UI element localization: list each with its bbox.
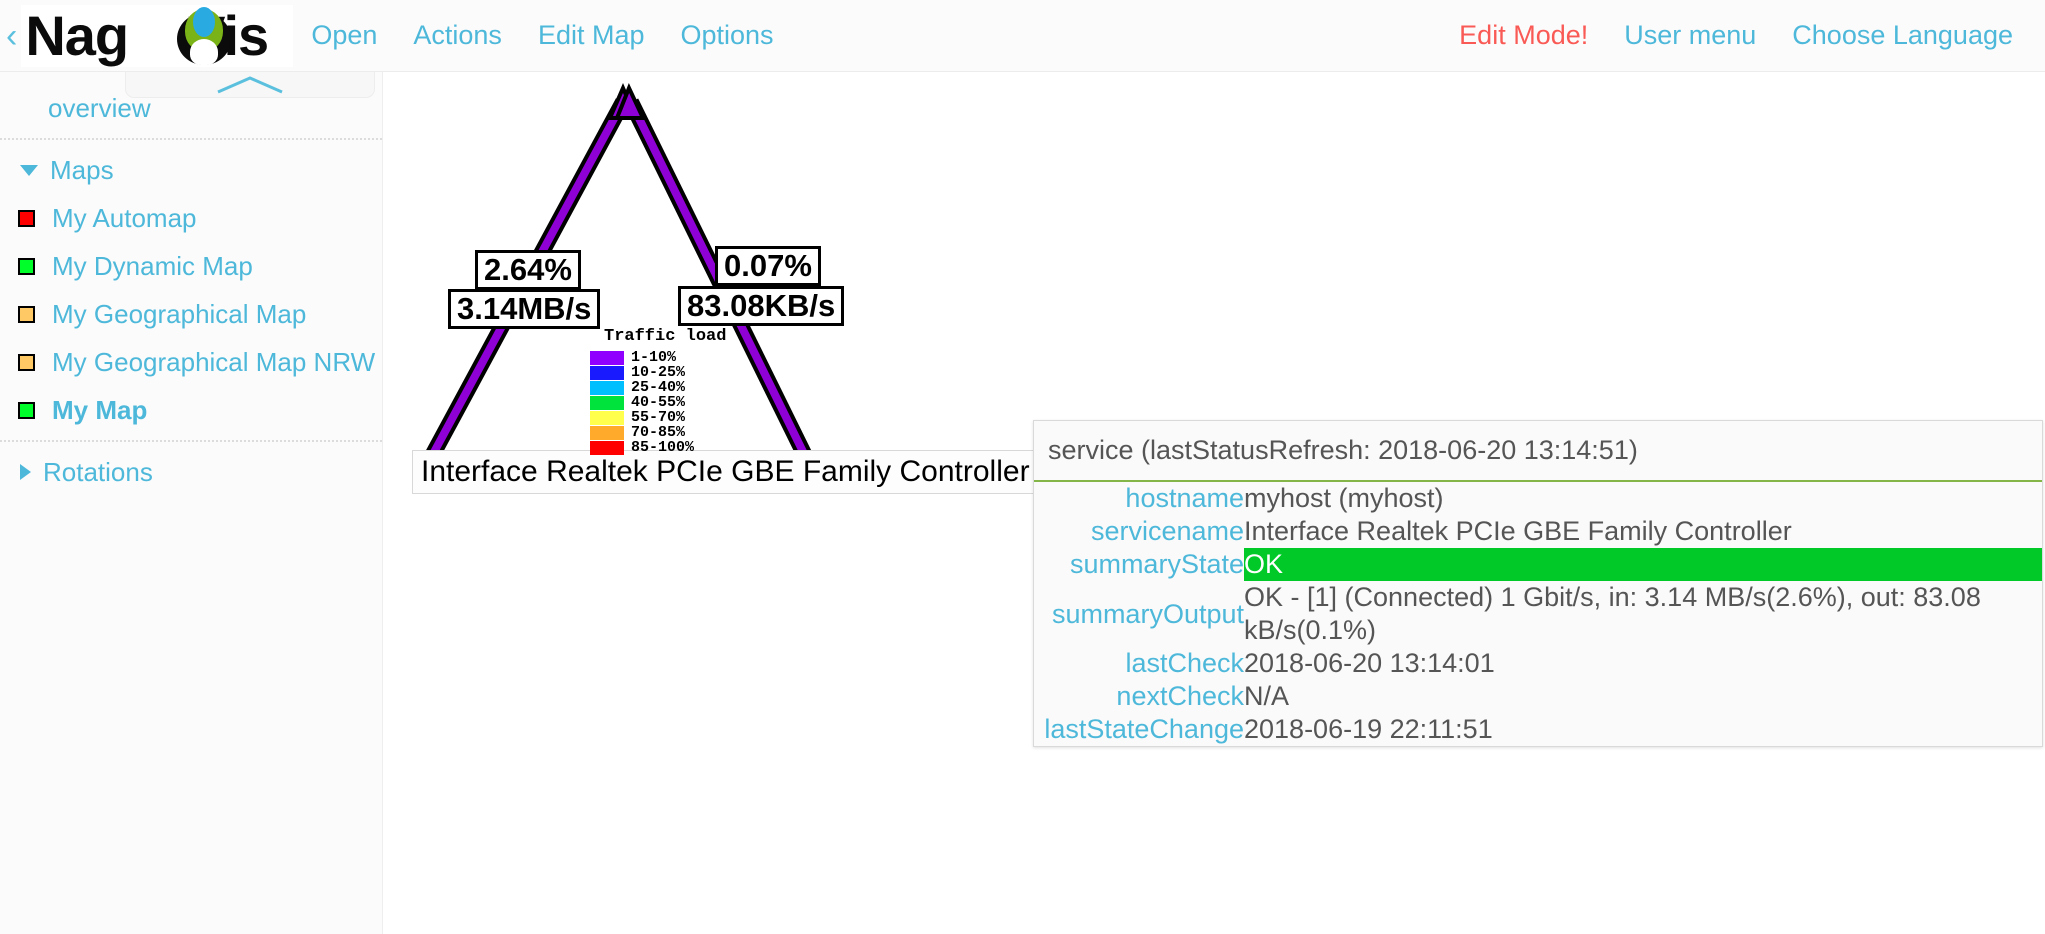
tooltip-value: Interface Realtek PCIe GBE Family Contro… bbox=[1244, 516, 1792, 546]
sidebar-group-label-maps: Maps bbox=[50, 154, 114, 185]
line-label-out-rate[interactable]: 83.08KB/s bbox=[678, 286, 845, 326]
nav-options[interactable]: Options bbox=[680, 20, 774, 50]
legend-swatch-icon bbox=[590, 380, 624, 395]
legend-range: 55-70% bbox=[631, 409, 686, 426]
nav-actions[interactable]: Actions bbox=[413, 20, 502, 50]
tooltip-key[interactable]: hostname bbox=[1125, 483, 1244, 513]
tooltip-key[interactable]: nextCheck bbox=[1116, 681, 1244, 711]
legend-swatch-icon bbox=[590, 440, 624, 455]
tooltip-value: N/A bbox=[1244, 681, 1290, 711]
sidebar-item-label: My Geographical Map bbox=[52, 298, 307, 329]
state-box-icon bbox=[18, 209, 35, 227]
sidebar-item-label: My Dynamic Map bbox=[52, 250, 253, 281]
sidebar-item-my-geographical-map[interactable]: My Geographical Map bbox=[0, 290, 382, 338]
main-header: ‹ Nag Vis Open Actions Edit Map Options … bbox=[0, 0, 2045, 72]
state-box-icon bbox=[18, 401, 35, 419]
sidebar-item-my-automap[interactable]: My Automap bbox=[0, 194, 382, 242]
tooltip-key[interactable]: servicename bbox=[1090, 516, 1244, 546]
tooltip-row-summaryoutput: summaryOutput OK - [1] (Connected) 1 Gbi… bbox=[1034, 581, 2042, 647]
nagvis-eye-icon bbox=[173, 6, 235, 65]
sidebar: overview Maps My Automap My Dynamic Map … bbox=[0, 72, 383, 934]
sidebar-item-label: My Geographical Map NRW bbox=[52, 346, 376, 377]
tooltip-row-summarystate: summaryState OK bbox=[1034, 548, 2042, 581]
state-box-icon bbox=[18, 305, 35, 323]
legend-range: 85-100% bbox=[631, 439, 695, 456]
legend-row: 70-85% bbox=[590, 425, 726, 440]
nav-choose-language[interactable]: Choose Language bbox=[1792, 20, 2013, 50]
legend-range: 1-10% bbox=[631, 349, 677, 366]
tooltip-key[interactable]: summaryState bbox=[1069, 549, 1244, 579]
map-object-label[interactable]: Interface Realtek PCIe GBE Family Contro… bbox=[412, 450, 1039, 494]
status-badge: OK bbox=[1244, 548, 2042, 581]
tooltip-value: myhost (myhost) bbox=[1244, 483, 1444, 513]
legend-title: Traffic load bbox=[604, 327, 727, 346]
line-label-out-percent[interactable]: 0.07% bbox=[715, 246, 821, 286]
triangle-right-icon bbox=[20, 464, 31, 480]
sidebar-item-label: My Automap bbox=[52, 202, 197, 233]
sidebar-collapse-tab[interactable] bbox=[125, 72, 375, 98]
nav-edit-mode[interactable]: Edit Mode! bbox=[1459, 20, 1589, 50]
traffic-load-legend: Traffic load 1-10% 10-25% 25-40% 40-55% … bbox=[590, 327, 726, 455]
tooltip-key[interactable]: summaryOutput bbox=[1051, 598, 1244, 629]
sidebar-divider-2 bbox=[0, 440, 382, 442]
sidebar-group-label-rotations: Rotations bbox=[43, 456, 153, 487]
legend-range: 10-25% bbox=[631, 364, 686, 381]
tooltip-key[interactable]: lastCheck bbox=[1125, 648, 1244, 678]
state-box-icon bbox=[18, 257, 35, 275]
legend-swatch-icon bbox=[590, 410, 624, 425]
tooltip-row-hostname: hostname myhost (myhost) bbox=[1034, 482, 2042, 515]
tooltip-value: 2018-06-19 22:11:51 bbox=[1244, 714, 1493, 744]
sidebar-group-rotations[interactable]: Rotations bbox=[0, 448, 382, 496]
legend-swatch-icon bbox=[590, 365, 624, 380]
tooltip-table: hostname myhost (myhost) servicename Int… bbox=[1034, 482, 2042, 746]
legend-row: 55-70% bbox=[590, 410, 726, 425]
line-label-in-rate[interactable]: 3.14MB/s bbox=[448, 289, 601, 329]
sidebar-item-my-geographical-map-nrw[interactable]: My Geographical Map NRW bbox=[0, 338, 382, 386]
sidebar-item-my-dynamic-map[interactable]: My Dynamic Map bbox=[0, 242, 382, 290]
nav-open[interactable]: Open bbox=[311, 20, 378, 50]
tooltip-row-nextcheck: nextCheck N/A bbox=[1034, 680, 2042, 713]
legend-row: 10-25% bbox=[590, 365, 726, 380]
legend-row: 40-55% bbox=[590, 395, 726, 410]
sidebar-item-label: My Map bbox=[52, 394, 148, 425]
legend-row: 85-100% bbox=[590, 440, 726, 455]
state-box-icon bbox=[18, 353, 35, 371]
legend-range: 40-55% bbox=[631, 394, 686, 411]
header-right: Edit Mode! User menu Choose Language bbox=[1441, 20, 2045, 51]
nagvis-logo[interactable]: Nag Vis bbox=[21, 3, 294, 67]
legend-row: 1-10% bbox=[590, 350, 726, 365]
legend-range: 70-85% bbox=[631, 424, 686, 441]
sidebar-divider-1 bbox=[0, 138, 382, 140]
legend-swatch-icon bbox=[590, 425, 624, 440]
back-chevron-icon[interactable]: ‹ bbox=[6, 16, 18, 55]
tooltip-row-servicename: servicename Interface Realtek PCIe GBE F… bbox=[1034, 515, 2042, 548]
tooltip-key[interactable]: lastStateChange bbox=[1044, 714, 1244, 744]
legend-range: 25-40% bbox=[631, 379, 686, 396]
tooltip-value: 2018-06-20 13:14:01 bbox=[1244, 648, 1495, 678]
line-label-in-percent[interactable]: 2.64% bbox=[475, 250, 581, 290]
chevron-up-icon bbox=[217, 76, 283, 94]
nav-user-menu[interactable]: User menu bbox=[1624, 20, 1757, 50]
service-tooltip: service (lastStatusRefresh: 2018-06-20 1… bbox=[1033, 420, 2043, 747]
nav-edit-map[interactable]: Edit Map bbox=[537, 20, 645, 50]
logo-text-nag: Nag bbox=[25, 3, 129, 67]
triangle-down-icon bbox=[20, 164, 38, 176]
tooltip-row-laststatechange: lastStateChange 2018-06-19 22:11:51 bbox=[1034, 713, 2042, 746]
tooltip-title: service (lastStatusRefresh: 2018-06-20 1… bbox=[1034, 421, 2042, 482]
header-left: ‹ Nag Vis Open Actions Edit Map Options bbox=[0, 0, 792, 72]
tooltip-value: OK - [1] (Connected) 1 Gbit/s, in: 3.14 … bbox=[1244, 582, 1981, 645]
sidebar-group-maps[interactable]: Maps bbox=[0, 146, 382, 194]
sidebar-item-my-map[interactable]: My Map bbox=[0, 386, 382, 434]
legend-row: 25-40% bbox=[590, 380, 726, 395]
legend-swatch-icon bbox=[590, 395, 624, 410]
tooltip-row-lastcheck: lastCheck 2018-06-20 13:14:01 bbox=[1034, 647, 2042, 680]
legend-swatch-icon bbox=[590, 350, 624, 365]
